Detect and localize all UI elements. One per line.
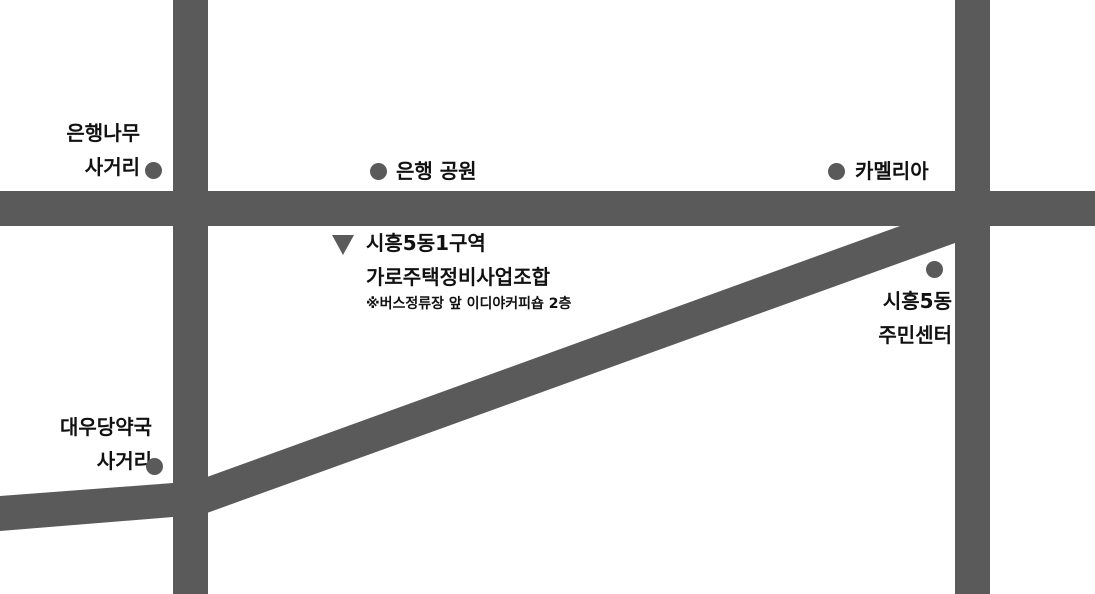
destination-line1: 시흥5동1구역 xyxy=(366,231,486,255)
triangle-down-icon xyxy=(332,235,354,255)
road-main-horizontal xyxy=(0,191,1095,226)
landmark-label: 은행나무 xyxy=(66,121,140,145)
ginkgo-park-dot-icon xyxy=(370,163,387,180)
destination-label: 시흥5동1구역 가로주택정비사업조합 ※버스정류장 앞 이디야커피숍 2층 xyxy=(366,226,571,314)
landmark-label: 사거리 xyxy=(96,449,152,473)
road-diagonal xyxy=(207,226,955,513)
camellia-dot-icon xyxy=(828,163,845,180)
road-left-stub xyxy=(0,483,173,531)
landmark-label: 시흥5동 xyxy=(882,289,952,313)
landmark-ginkgo-intersection: 은행나무 사거리 xyxy=(30,116,140,184)
ginkgo-intersection-dot-icon xyxy=(145,162,162,179)
destination-note: ※버스정류장 앞 이디야커피숍 2층 xyxy=(366,296,572,312)
road-left-vertical xyxy=(173,0,208,594)
landmark-camellia: 카멜리아 xyxy=(855,159,929,183)
landmark-ginkgo-park: 은행 공원 xyxy=(396,159,477,183)
road-right-vertical xyxy=(955,0,990,594)
destination-line2: 가로주택정비사업조합 xyxy=(366,265,550,289)
daewoodang-intersection-dot-icon xyxy=(146,458,163,475)
landmark-label: 사거리 xyxy=(84,155,140,179)
landmark-label: 주민센터 xyxy=(878,323,952,347)
landmark-daewoodang-intersection: 대우당약국 사거리 xyxy=(20,410,152,478)
landmark-label: 대우당약국 xyxy=(60,415,152,439)
landmark-community-center: 시흥5동 주민센터 xyxy=(840,284,952,352)
community-center-dot-icon xyxy=(926,261,943,278)
